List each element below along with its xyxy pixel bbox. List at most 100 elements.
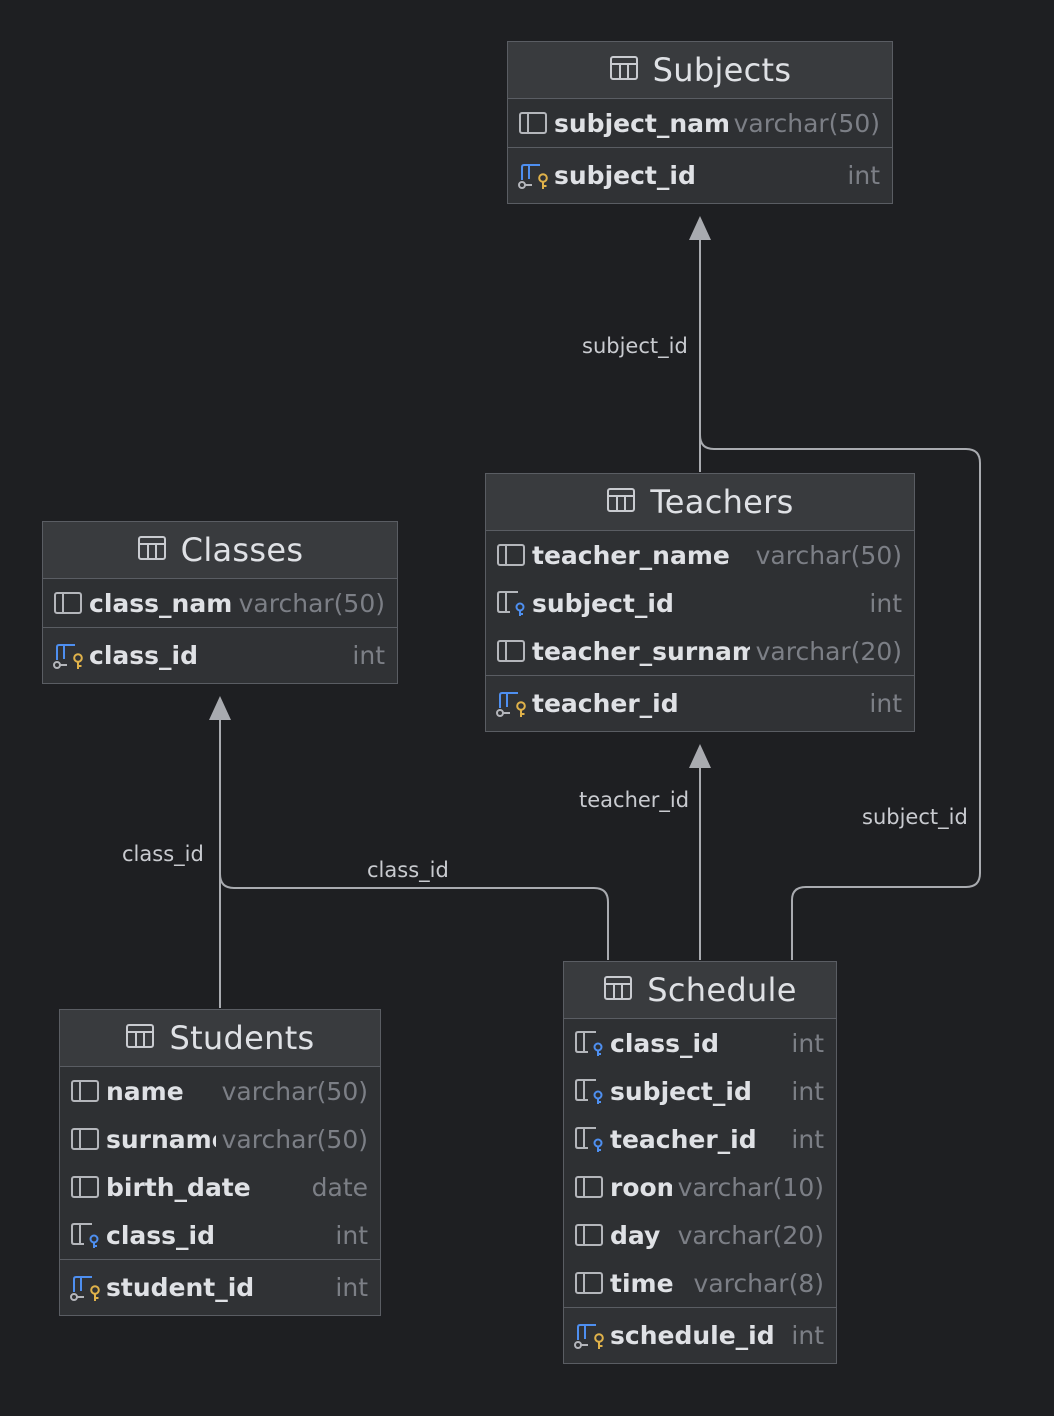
table-title: Classes (180, 531, 304, 569)
table-icon (137, 531, 167, 569)
arrowhead-subjects (689, 216, 711, 240)
column-type: date (311, 1172, 368, 1202)
arrowhead-classes (209, 696, 231, 720)
column-icon (70, 1125, 102, 1153)
table-teachers[interactable]: Teachers teacher_name varchar(50) subject_i… (485, 473, 915, 732)
table-title: Schedule (647, 971, 797, 1009)
column-row[interactable]: time varchar(8) (564, 1259, 836, 1307)
column-type: varchar(8) (693, 1268, 824, 1298)
column-icon (70, 1173, 102, 1201)
column-type: varchar(20) (677, 1220, 824, 1250)
edge-label-students-class-id: class_id (122, 842, 204, 867)
column-row[interactable]: teacher_id int (564, 1115, 836, 1163)
column-row[interactable]: class_id int (60, 1211, 380, 1259)
column-name: teacher_surname (532, 636, 750, 666)
column-name: room (610, 1172, 672, 1202)
column-name: class_id (106, 1220, 215, 1250)
column-name: subject_id (532, 588, 674, 618)
primary-key-icon (496, 690, 528, 718)
edge-schedule-classes[interactable] (219, 873, 609, 960)
column-row[interactable]: teacher_surnamevarchar(20) (486, 627, 914, 675)
table-header[interactable]: Teachers (486, 474, 914, 531)
column-row[interactable]: subject_id int (486, 579, 914, 627)
table-subjects[interactable]: Subjects subject_namevarchar(50)subject_i… (507, 41, 893, 204)
column-name: teacher_id (532, 689, 679, 718)
column-row[interactable]: day varchar(20) (564, 1211, 836, 1259)
column-row[interactable]: teacher_name varchar(50) (486, 531, 914, 579)
edge-label-schedule-subject-id: subject_id (862, 805, 968, 830)
column-name: day (610, 1220, 661, 1250)
table-header[interactable]: Subjects (508, 42, 892, 99)
column-name: student_id (106, 1273, 255, 1302)
table-students[interactable]: Students name varchar(50) surnamevarchar(50… (59, 1009, 381, 1316)
column-name: time (610, 1268, 674, 1298)
column-icon (70, 1077, 102, 1105)
column-row[interactable]: name varchar(50) (60, 1067, 380, 1115)
column-name: class_id (89, 641, 198, 670)
column-type: int (791, 1076, 824, 1106)
column-type: int (335, 1220, 368, 1250)
column-name: class_name (89, 588, 233, 618)
column-type: varchar(10) (677, 1172, 824, 1202)
table-icon (603, 971, 633, 1009)
arrowhead-teachers (689, 744, 711, 768)
column-type: int (847, 161, 880, 190)
foreign-key-icon (574, 1029, 606, 1057)
column-icon (574, 1221, 606, 1249)
edge-label-schedule-teacher-id: teacher_id (579, 788, 689, 813)
column-type: int (352, 641, 385, 670)
primary-key-icon (574, 1322, 606, 1350)
foreign-key-icon (496, 589, 528, 617)
primary-key-icon (53, 642, 85, 670)
column-icon (53, 589, 85, 617)
table-header[interactable]: Students (60, 1010, 380, 1067)
column-type: int (791, 1028, 824, 1058)
edge-label-teachers-subject-id: subject_id (582, 334, 688, 359)
column-type: int (791, 1321, 824, 1350)
column-name: class_id (610, 1028, 719, 1058)
table-title: Subjects (652, 51, 792, 89)
column-type: int (869, 588, 902, 618)
primary-key-icon (518, 162, 550, 190)
column-type: varchar(20) (755, 636, 902, 666)
column-name: name (106, 1076, 184, 1106)
column-name: birth_date (106, 1172, 251, 1202)
table-icon (609, 51, 639, 89)
column-icon (496, 637, 528, 665)
column-row[interactable]: roomvarchar(10) (564, 1163, 836, 1211)
primary-key-row[interactable]: class_id int (43, 627, 397, 683)
edge-schedule-subjects[interactable] (699, 434, 981, 960)
column-row[interactable]: subject_id int (564, 1067, 836, 1115)
column-type: varchar(50) (733, 108, 880, 138)
table-header[interactable]: Schedule (564, 962, 836, 1019)
column-icon (574, 1269, 606, 1297)
column-type: varchar(50) (755, 540, 902, 570)
column-name: subject_id (610, 1076, 752, 1106)
column-icon (518, 109, 550, 137)
column-name: teacher_name (532, 540, 730, 570)
column-type: int (791, 1124, 824, 1154)
foreign-key-icon (70, 1221, 102, 1249)
foreign-key-icon (574, 1125, 606, 1153)
column-name: surname (106, 1124, 216, 1154)
table-header[interactable]: Classes (43, 522, 397, 579)
column-type: varchar(50) (221, 1076, 368, 1106)
column-name: teacher_id (610, 1124, 757, 1154)
column-icon (574, 1173, 606, 1201)
column-row[interactable]: birth_date date (60, 1163, 380, 1211)
primary-key-row[interactable]: schedule_id int (564, 1307, 836, 1363)
column-row[interactable]: surnamevarchar(50) (60, 1115, 380, 1163)
table-icon (125, 1019, 155, 1057)
column-icon (496, 541, 528, 569)
primary-key-icon (70, 1274, 102, 1302)
column-name: schedule_id (610, 1321, 775, 1350)
column-row[interactable]: class_id int (564, 1019, 836, 1067)
